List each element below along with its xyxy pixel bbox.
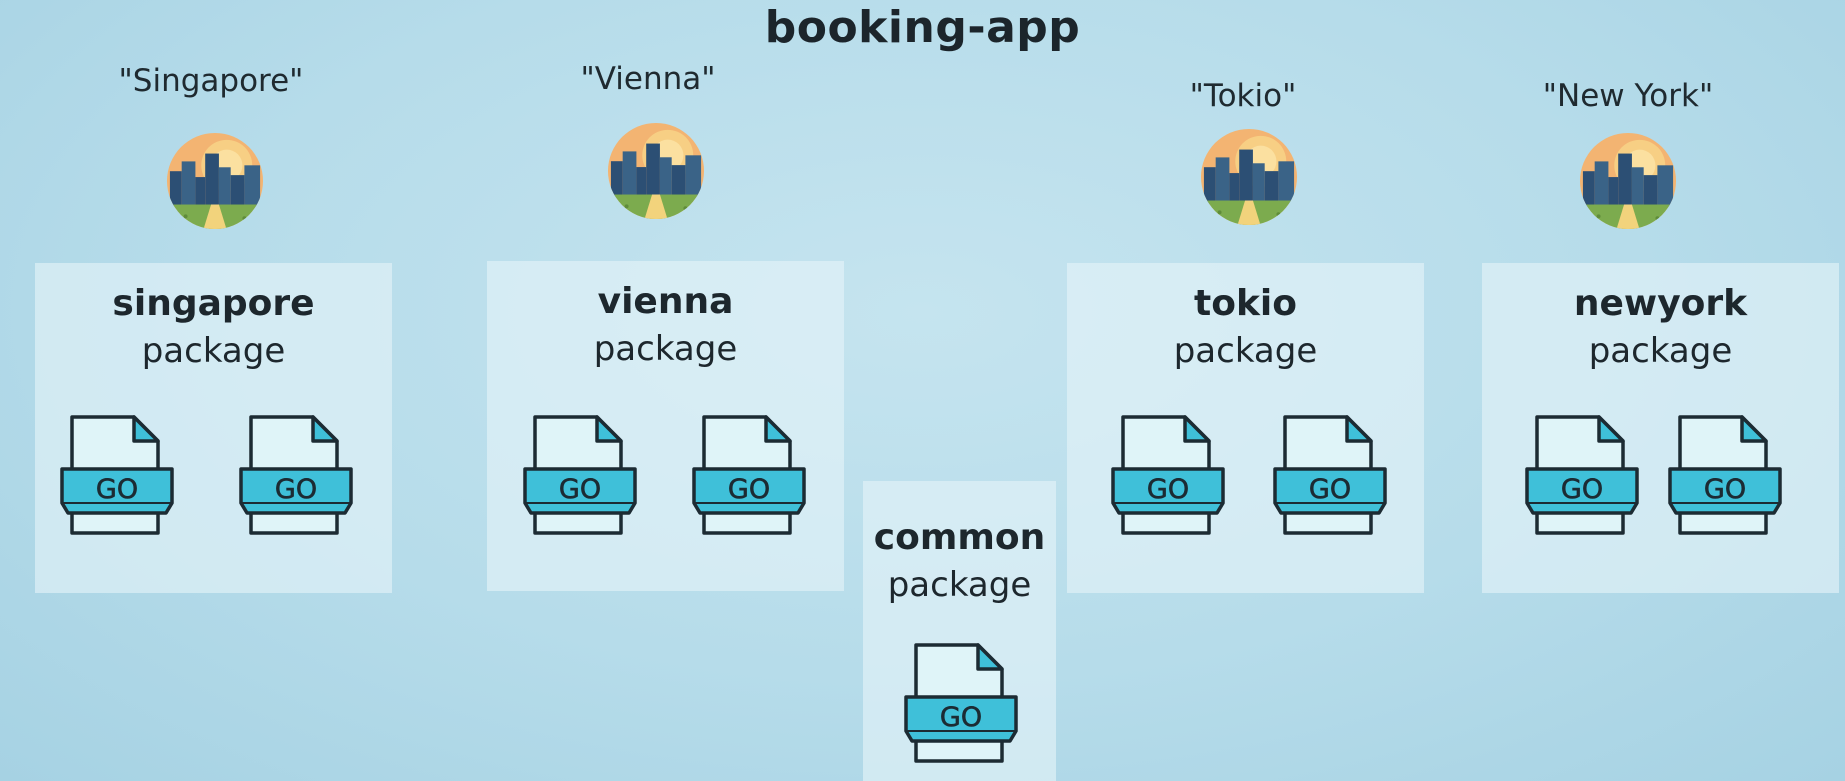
- package-box-singapore: singapore package: [35, 263, 392, 593]
- go-file-icon: [1273, 415, 1389, 537]
- go-file-icon: [1525, 415, 1641, 537]
- city-skyline-icon: [607, 122, 705, 220]
- go-file-icon: [1668, 415, 1784, 537]
- package-label: package: [141, 331, 286, 371]
- city-label-vienna: "Vienna": [580, 61, 716, 97]
- city-skyline-icon: [1200, 128, 1298, 226]
- package-box-newyork: newyork package: [1482, 263, 1839, 593]
- city-label-newyork: "New York": [1542, 78, 1714, 114]
- go-file-icon: [523, 415, 639, 537]
- go-file-icon: [60, 415, 176, 537]
- package-box-tokio: tokio package: [1067, 263, 1424, 593]
- package-box-common: common package: [863, 481, 1056, 781]
- package-label: package: [887, 565, 1032, 605]
- package-name: singapore: [112, 283, 315, 324]
- package-label: package: [1173, 331, 1318, 371]
- package-name: vienna: [597, 281, 734, 322]
- go-file-icon: [904, 643, 1020, 765]
- city-label-singapore: "Singapore": [118, 63, 304, 99]
- package-label: package: [593, 329, 738, 369]
- city-skyline-icon: [166, 132, 264, 230]
- package-box-vienna: vienna package: [487, 261, 844, 591]
- package-name: tokio: [1194, 283, 1297, 324]
- package-name: common: [873, 517, 1046, 558]
- diagram-title: booking-app: [764, 2, 1081, 53]
- package-name: newyork: [1573, 283, 1748, 324]
- go-file-icon: [239, 415, 355, 537]
- city-label-tokio: "Tokio": [1189, 78, 1297, 114]
- go-file-icon: [692, 415, 808, 537]
- city-skyline-icon: [1579, 132, 1677, 230]
- package-label: package: [1588, 331, 1733, 371]
- go-file-icon: [1111, 415, 1227, 537]
